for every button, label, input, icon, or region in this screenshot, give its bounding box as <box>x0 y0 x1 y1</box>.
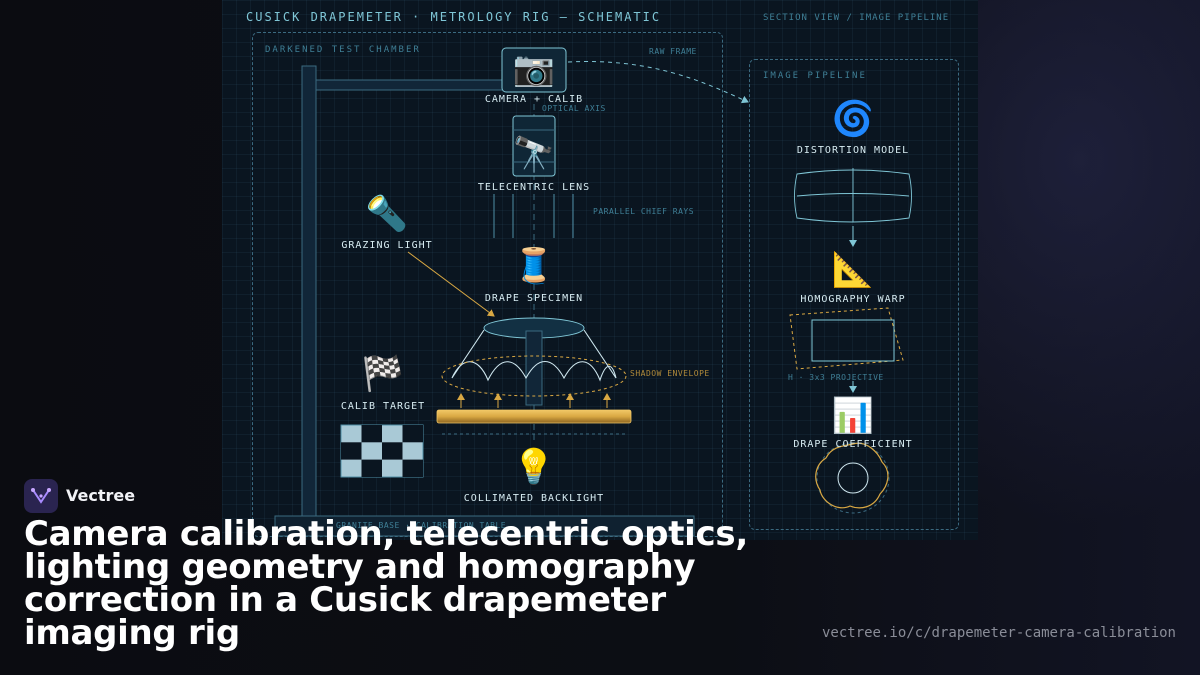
granite-base <box>274 515 695 537</box>
backlight-plate <box>436 409 632 424</box>
vectree-logo-icon <box>31 488 51 504</box>
brand-name: Vectree <box>66 486 136 505</box>
flashlight-icon: 🔦 <box>365 194 409 234</box>
optical-axis-label: OPTICAL AXIS <box>542 104 606 113</box>
grazing-light-beam <box>407 251 495 317</box>
bench-label: GRANITE BASE · CALIBRATION TABLE <box>336 521 507 530</box>
distortion-model-label: DISTORTION MODEL <box>796 145 910 156</box>
lens-barrel <box>512 115 556 177</box>
specimen-pedestal <box>525 330 543 406</box>
vectree-logo <box>24 479 58 513</box>
stand-arm <box>315 79 507 91</box>
specimen-label: DRAPE SPECIMEN <box>484 293 584 304</box>
thread-spool-icon: 🧵 <box>512 246 556 286</box>
camera-housing <box>501 47 567 93</box>
calib-target-label: CALIB TARGET <box>340 401 426 412</box>
camera-icon: 📷 <box>512 49 556 89</box>
backlight-label: COLLIMATED BACKLIGHT <box>463 493 605 504</box>
drape-profile-outline <box>815 442 889 509</box>
distortion-grid <box>794 168 912 223</box>
stand-column <box>301 65 317 517</box>
backlight-rays <box>457 393 611 408</box>
drape-inner-disk <box>837 462 869 494</box>
shadow-envelope-label: SHADOW ENVELOPE <box>630 369 710 378</box>
parallel-chief-rays <box>493 194 574 238</box>
lens-label: TELECENTRIC LENS <box>477 182 591 193</box>
schematic-subtitle: SECTION VIEW / IMAGE PIPELINE <box>763 13 950 23</box>
telescope-icon: 🔭 <box>512 135 556 175</box>
schematic-title: CUSICK DRAPEMETER · METROLOGY RIG — SCHE… <box>246 10 662 24</box>
raw-frame-arrow <box>567 61 749 104</box>
homography-warp-label: HOMOGRAPHY WARP <box>800 294 906 305</box>
drape-reference-circle <box>816 442 890 514</box>
raw-frame-label: RAW FRAME <box>649 47 697 56</box>
checkered-flag-icon: 🏁 <box>361 354 405 394</box>
caption-url[interactable]: vectree.io/c/drapemeter-camera-calibrati… <box>821 625 1176 641</box>
homography-note: H · 3x3 PROJECTIVE <box>788 373 884 382</box>
homography-rectified-rect <box>811 319 895 362</box>
camera-label: CAMERA + CALIB <box>484 94 584 105</box>
test-chamber-label: DARKENED TEST CHAMBER <box>265 45 421 55</box>
image-pipeline-frame <box>749 59 959 530</box>
light-bulb-icon: 💡 <box>512 447 556 487</box>
homography-source-quad <box>789 307 904 370</box>
triangle-ruler-icon: 📐 <box>831 250 875 290</box>
grazing-light-label: GRAZING LIGHT <box>341 240 433 251</box>
caption-headline: Camera calibration, telecentric optics, … <box>24 514 748 653</box>
cyclone-icon: 🌀 <box>831 99 875 139</box>
image-pipeline-label: IMAGE PIPELINE <box>763 71 867 81</box>
checkerboard-target <box>340 424 424 478</box>
shadow-envelope <box>441 355 627 397</box>
drape-folds <box>451 329 617 382</box>
parallel-rays-label: PARALLEL CHIEF RAYS <box>593 207 695 216</box>
drape-coefficient-label: DRAPE COEFFICIENT <box>793 439 913 450</box>
bar-chart-icon: 📊 <box>831 396 875 436</box>
